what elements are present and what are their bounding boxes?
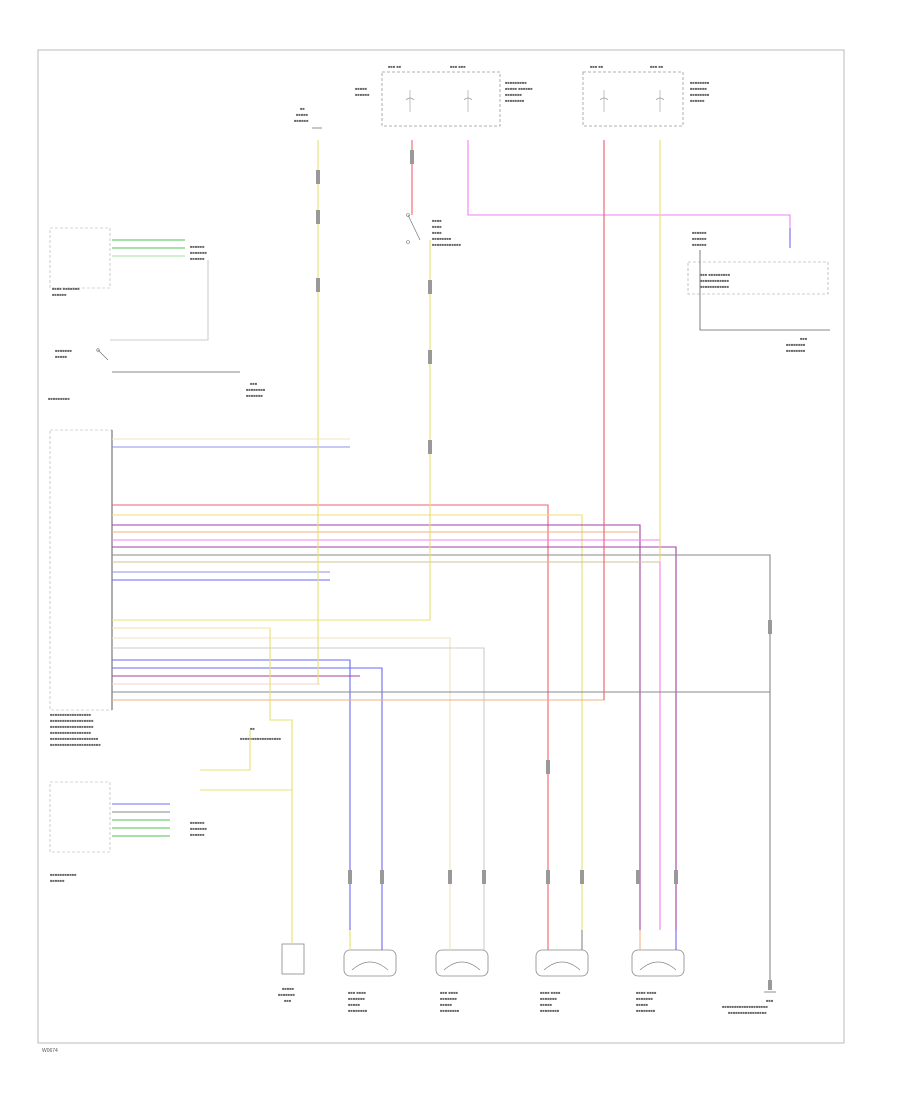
- svg-text:■■■■■■■: ■■■■■■■: [190, 826, 207, 831]
- connector-module: ■■■ ■■■■■■■■■ ■■■■■■■■■■■■ ■■■■■■■■■■■■ …: [687, 230, 829, 353]
- svg-text:■■■■■■■■■■■■■■■■■■: ■■■■■■■■■■■■■■■■■■: [50, 724, 94, 729]
- svg-text:■■■ ■■■■■■■■■: ■■■ ■■■■■■■■■: [700, 272, 731, 277]
- svg-text:■■■■■■■: ■■■■■■■: [505, 92, 522, 97]
- svg-text:■■■■■■: ■■■■■■: [190, 820, 205, 825]
- sensor-module: ■■■■■■■■■■■ ■■■■■■ ■■■■■■ ■■■■■■■ ■■■■■■: [49, 781, 207, 883]
- svg-text:■■■■■■■■: ■■■■■■■■: [540, 1008, 560, 1013]
- svg-text:■■■■■■■■■■■■: ■■■■■■■■■■■■: [432, 242, 462, 247]
- svg-text:■■■■■■■■: ■■■■■■■■: [786, 342, 806, 347]
- svg-text:■■■■■■: ■■■■■■: [190, 256, 205, 261]
- svg-text:■■■ ■■■■: ■■■ ■■■■: [348, 990, 367, 995]
- fuse-block-left: ■■■ ■■ ■■■ ■■■ ■■■■■ ■■■■■■ ■■■■■■■■■ ■■…: [355, 64, 533, 127]
- svg-text:■■■■■■■: ■■■■■■■: [278, 992, 295, 997]
- wheel-speed-sensor-2: ■■■ ■■■■ ■■■■■■■ ■■■■■ ■■■■■■■■: [435, 949, 489, 1013]
- diagram-frame: [37, 49, 845, 1044]
- svg-text:■■: ■■: [300, 106, 305, 111]
- svg-text:■■■■■■■■: ■■■■■■■■: [690, 92, 710, 97]
- svg-text:■■■ ■■: ■■■ ■■: [590, 64, 604, 69]
- svg-text:■■■: ■■■: [766, 998, 774, 1003]
- svg-text:■■■: ■■■: [250, 381, 258, 386]
- main-control-module: ■■■■■■■■■■■■■■■■■ ■■■■■■■■■■■■■■■■■■ ■■■…: [49, 429, 282, 747]
- svg-text:■■■■■■■: ■■■■■■■: [440, 996, 457, 1001]
- svg-text:■■■■■■: ■■■■■■: [692, 230, 707, 235]
- svg-text:■■■■■■■■: ■■■■■■■■: [348, 1008, 368, 1013]
- svg-text:■■■■■■: ■■■■■■: [355, 92, 370, 97]
- svg-text:■■■■■: ■■■■■: [540, 1002, 553, 1007]
- svg-text:■■■■■■■■: ■■■■■■■■: [786, 348, 806, 353]
- svg-text:■■■■■■■■■■■: ■■■■■■■■■■■: [50, 872, 77, 877]
- svg-text:■■■■ ■■■■■■■: ■■■■ ■■■■■■■: [52, 286, 80, 291]
- svg-text:■■■■■■■■■■■■■■■■■: ■■■■■■■■■■■■■■■■■: [50, 730, 92, 735]
- wire-connectors: [316, 150, 772, 990]
- svg-text:■■■■■■■■■■■■: ■■■■■■■■■■■■: [700, 278, 730, 283]
- svg-text:■■■■■: ■■■■■: [440, 1002, 453, 1007]
- wire-verticals: [110, 140, 830, 930]
- svg-text:■■■■■: ■■■■■: [55, 354, 68, 359]
- svg-text:■■■■■■■■: ■■■■■■■■: [432, 236, 452, 241]
- headlamp-switch: ■■■■■■■ ■■■■■ ■■■■■■■■■ ■■■ ■■■■■■■■ ■■■…: [48, 348, 266, 401]
- svg-text:■■■■■■■■■■■■■■■■■■■: ■■■■■■■■■■■■■■■■■■■: [722, 1004, 768, 1009]
- svg-text:■■■■: ■■■■: [432, 224, 442, 229]
- svg-text:■■■■■■■: ■■■■■■■: [246, 393, 263, 398]
- svg-text:■■■ ■■: ■■■ ■■: [650, 64, 664, 69]
- svg-text:■■■■■■■■■■■■■■■■■■■■■: ■■■■■■■■■■■■■■■■■■■■■: [50, 742, 101, 747]
- svg-text:■■■■■: ■■■■■: [355, 86, 368, 91]
- svg-text:■■■■■■: ■■■■■■: [50, 878, 65, 883]
- ground-top: ■■ ■■■■■ ■■■■■■: [294, 106, 322, 129]
- svg-text:■■■■■■■: ■■■■■■■: [55, 348, 72, 353]
- svg-text:■■■■: ■■■■: [432, 230, 442, 235]
- seat-control-module: ■■■■ ■■■■■■■ ■■■■■■ ■■■■■■ ■■■■■■■ ■■■■■…: [49, 227, 207, 297]
- svg-text:■■■: ■■■: [800, 336, 808, 341]
- svg-text:■■■ ■■: ■■■ ■■: [388, 64, 402, 69]
- fuse-block-right: ■■■ ■■ ■■■ ■■ ■■■■■■■■ ■■■■■■■ ■■■■■■■■ …: [582, 64, 710, 127]
- svg-text:■■■■■: ■■■■■: [296, 112, 309, 117]
- svg-text:■■■■: ■■■■: [432, 218, 442, 223]
- svg-text:■■■■■■■: ■■■■■■■: [190, 250, 207, 255]
- wire-bus: [112, 140, 771, 985]
- svg-text:■■■■■■■■■■■■■■■■■■■■: ■■■■■■■■■■■■■■■■■■■■: [50, 736, 99, 741]
- svg-text:■■■■■: ■■■■■: [636, 1002, 649, 1007]
- diagram-code: W0674: [42, 1048, 58, 1054]
- brake-switch: ■■■■ ■■■■ ■■■■ ■■■■■■■■ ■■■■■■■■■■■■: [406, 213, 462, 247]
- pressure-sensor: ■■■■■ ■■■■■■■ ■■■: [278, 943, 305, 1003]
- svg-text:■■■■■■: ■■■■■■: [690, 98, 705, 103]
- svg-text:■■■■■■: ■■■■■■: [692, 236, 707, 241]
- svg-text:■■■■ ■■■■: ■■■■ ■■■■: [636, 990, 657, 995]
- wheel-speed-sensor-4: ■■■■ ■■■■ ■■■■■■■ ■■■■■ ■■■■■■■■: [631, 949, 685, 1013]
- svg-text:■■■■■■: ■■■■■■: [52, 292, 67, 297]
- svg-text:■■■■■■■■■: ■■■■■■■■■: [505, 80, 527, 85]
- svg-text:■■■■ ■■■■: ■■■■ ■■■■: [540, 990, 561, 995]
- svg-text:■■■ ■■■■: ■■■ ■■■■: [440, 990, 459, 995]
- svg-text:■■: ■■: [250, 726, 255, 731]
- wheel-speed-sensor-1: ■■■ ■■■■ ■■■■■■■ ■■■■■ ■■■■■■■■: [343, 949, 397, 1013]
- svg-text:■■■■■■■■: ■■■■■■■■: [690, 80, 710, 85]
- wheel-speed-sensor-3: ■■■■ ■■■■ ■■■■■■■ ■■■■■ ■■■■■■■■: [535, 949, 589, 1013]
- svg-text:■■■■■■■: ■■■■■■■: [540, 996, 557, 1001]
- svg-text:■■■■■■: ■■■■■■: [190, 244, 205, 249]
- svg-text:■■■■■■: ■■■■■■: [190, 832, 205, 837]
- svg-text:■■■■■■■: ■■■■■■■: [636, 996, 653, 1001]
- svg-text:■■■■■■: ■■■■■■: [294, 118, 309, 123]
- svg-text:■■■■■: ■■■■■: [348, 1002, 361, 1007]
- svg-text:■■■■■ ■■■■■■: ■■■■■ ■■■■■■: [505, 86, 533, 91]
- ground-bottom-right: ■■■ ■■■■■■■■■■■■■■■■■■■ ■■■■■■■■■■■■■■■■: [722, 991, 776, 1015]
- svg-text:■■■■■: ■■■■■: [282, 986, 295, 991]
- svg-text:■■■■■■■■■■■■■■■■■■: ■■■■■■■■■■■■■■■■■■: [50, 718, 94, 723]
- svg-text:■■■■■■■■■■■■: ■■■■■■■■■■■■: [700, 284, 730, 289]
- svg-text:■■■■■■■■: ■■■■■■■■: [505, 98, 525, 103]
- svg-text:■■■■■■■■■■■■■■■■■: ■■■■■■■■■■■■■■■■■: [240, 736, 282, 741]
- svg-text:■■■■■■■■■: ■■■■■■■■■: [48, 396, 70, 401]
- svg-text:■■■■■■■■: ■■■■■■■■: [636, 1008, 656, 1013]
- sensor-pigtails: [291, 930, 677, 950]
- svg-text:■■■■■■■: ■■■■■■■: [690, 86, 707, 91]
- svg-text:■■■■■■■■■■■■■■■■: ■■■■■■■■■■■■■■■■: [728, 1010, 767, 1015]
- svg-text:■■■■■■■■■■■■■■■■■: ■■■■■■■■■■■■■■■■■: [50, 712, 92, 717]
- svg-text:■■■■■■■: ■■■■■■■: [348, 996, 365, 1001]
- svg-text:■■■■■■: ■■■■■■: [692, 242, 707, 247]
- svg-text:■■■ ■■■: ■■■ ■■■: [450, 64, 466, 69]
- svg-text:■■■: ■■■: [284, 998, 292, 1003]
- svg-text:■■■■■■■■: ■■■■■■■■: [440, 1008, 460, 1013]
- svg-text:■■■■■■■■: ■■■■■■■■: [246, 387, 266, 392]
